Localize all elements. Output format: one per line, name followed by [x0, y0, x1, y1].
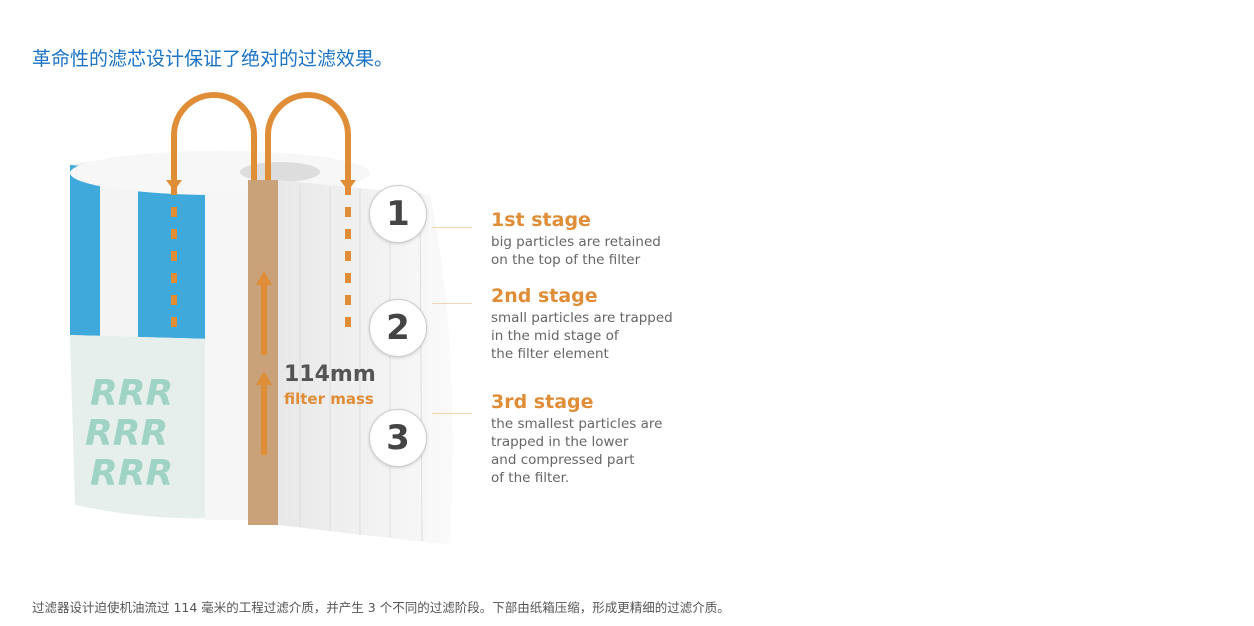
stage-text: of the filter. — [491, 470, 570, 486]
flow-arrows — [171, 92, 351, 455]
svg-text:RRR: RRR — [85, 413, 168, 454]
page-title: 革命性的滤芯设计保证了绝对的过滤效果。 — [32, 48, 394, 70]
stage-text: the filter element — [491, 346, 609, 362]
length-label: 114mm — [284, 362, 376, 387]
stage-title: 3rd stage — [491, 391, 594, 413]
stage-text: trapped in the lower — [491, 434, 629, 450]
leader-line — [432, 227, 472, 228]
stage-3: 3rd stage the smallest particles are tra… — [491, 391, 662, 487]
leader-line — [432, 303, 472, 304]
stage-text: big particles are retained — [491, 234, 661, 250]
filter-mass-label: filter mass — [284, 390, 374, 408]
stage-title: 1st stage — [491, 209, 591, 231]
stage-1: 1st stage big particles are retained on … — [491, 209, 661, 269]
stage-2: 2nd stage small particles are trapped in… — [491, 285, 673, 363]
stage-title: 2nd stage — [491, 285, 598, 307]
stage-text: and compressed part — [491, 452, 635, 468]
leader-line — [432, 413, 472, 414]
brand-pattern-text: RRR — [90, 373, 173, 414]
stage-text: in the mid stage of — [491, 328, 619, 344]
stage-text: small particles are trapped — [491, 310, 673, 326]
stage-text: on the top of the filter — [491, 252, 641, 268]
stage-1-badge: 1 — [369, 185, 427, 243]
caption: 过滤器设计迫使机油流过 114 毫米的工程过滤介质，并产生 3 个不同的过滤阶段… — [32, 600, 730, 615]
stage-text: the smallest particles are — [491, 416, 663, 432]
svg-text:RRR: RRR — [90, 453, 173, 494]
stage-2-badge: 2 — [369, 299, 427, 357]
stage-3-badge: 3 — [369, 409, 427, 467]
filter-illustration: RRR RRR RRR — [70, 92, 453, 545]
